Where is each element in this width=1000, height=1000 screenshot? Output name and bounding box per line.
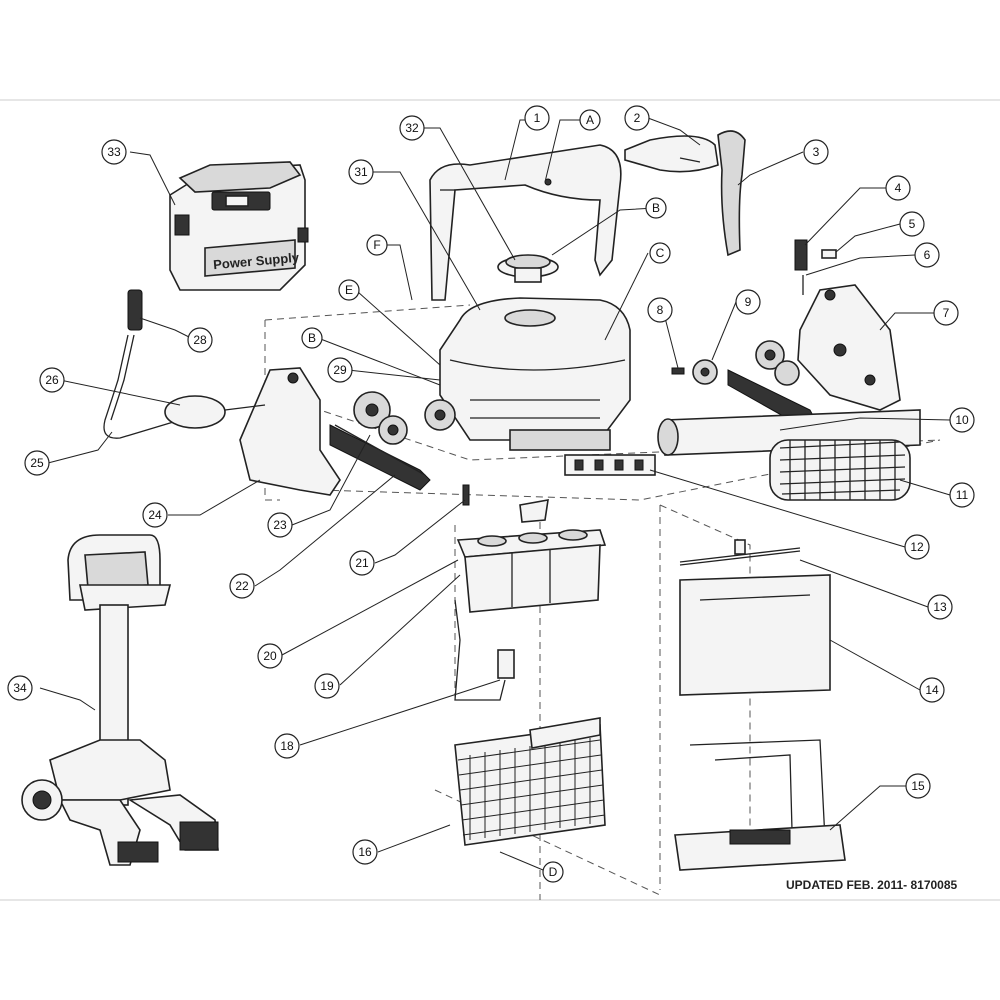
brush — [769, 439, 911, 501]
svg-text:28: 28 — [193, 333, 207, 347]
callout-7: 7 — [933, 300, 959, 326]
svg-text:8: 8 — [657, 303, 664, 317]
callout-21: 21 — [349, 550, 375, 576]
callout-33: 33 — [101, 139, 127, 165]
svg-text:B: B — [308, 331, 316, 345]
impeller — [497, 254, 559, 283]
svg-text:A: A — [586, 113, 594, 127]
power-supply-unit: Power Supply — [169, 161, 309, 291]
svg-text:C: C — [656, 246, 665, 260]
robot-body — [439, 297, 631, 451]
svg-text:12: 12 — [910, 540, 924, 554]
callout-D: D — [542, 861, 564, 883]
callout-6: 6 — [914, 242, 940, 268]
left-track-and-gears — [329, 391, 456, 491]
callout-10: 10 — [949, 407, 975, 433]
small-fasteners-right — [794, 239, 837, 295]
svg-text:13: 13 — [933, 600, 947, 614]
swivel-cable — [103, 289, 266, 439]
callout-5: 5 — [899, 211, 925, 237]
svg-text:D: D — [549, 865, 558, 879]
svg-text:3: 3 — [813, 145, 820, 159]
svg-text:4: 4 — [895, 181, 902, 195]
callout-26: 26 — [39, 367, 65, 393]
callout-9: 9 — [735, 289, 761, 315]
callout-16: 16 — [352, 839, 378, 865]
svg-text:23: 23 — [273, 518, 287, 532]
svg-text:9: 9 — [745, 295, 752, 309]
filter-bag — [679, 574, 831, 696]
filter-frame — [674, 739, 846, 871]
callout-C: C — [649, 242, 671, 264]
svg-text:32: 32 — [405, 121, 419, 135]
callout-29: 29 — [327, 357, 353, 383]
callout-2: 2 — [624, 105, 650, 131]
callout-20: 20 — [257, 643, 283, 669]
rods — [454, 484, 515, 701]
callout-15: 15 — [905, 773, 931, 799]
svg-text:29: 29 — [333, 363, 347, 377]
handle-float — [624, 135, 719, 173]
filter-box — [464, 544, 601, 613]
svg-text:11: 11 — [956, 488, 969, 502]
svg-text:1: 1 — [534, 111, 541, 125]
callout-31: 31 — [348, 159, 374, 185]
update-note: UPDATED FEB. 2011- 8170085 — [786, 878, 958, 892]
callout-14: 14 — [919, 677, 945, 703]
svg-text:19: 19 — [320, 679, 334, 693]
left-side-plate — [239, 367, 341, 496]
callout-A: A — [579, 109, 601, 131]
svg-text:15: 15 — [911, 779, 925, 793]
svg-text:34: 34 — [13, 681, 27, 695]
callout-34: 34 — [7, 675, 33, 701]
callout-4: 4 — [885, 175, 911, 201]
right-side-plate — [797, 284, 901, 411]
callout-32: 32 — [399, 115, 425, 141]
callout-19: 19 — [314, 673, 340, 699]
svg-text:31: 31 — [354, 165, 368, 179]
svg-text:22: 22 — [235, 579, 249, 593]
callout-3: 3 — [803, 139, 829, 165]
base-clips — [564, 454, 656, 476]
callout-8: 8 — [647, 297, 673, 323]
svg-text:25: 25 — [30, 456, 44, 470]
svg-text:5: 5 — [909, 217, 916, 231]
caddy-cart — [21, 534, 219, 866]
callout-18: 18 — [274, 733, 300, 759]
callout-12: 12 — [904, 534, 930, 560]
svg-text:14: 14 — [925, 683, 939, 697]
svg-text:F: F — [373, 238, 380, 252]
svg-text:33: 33 — [107, 145, 121, 159]
callout-1: 1 — [524, 105, 550, 131]
callout-B2: B — [645, 197, 667, 219]
leader-lines — [39, 117, 951, 871]
callout-B1: B — [301, 327, 323, 349]
svg-text:18: 18 — [280, 739, 294, 753]
callout-13: 13 — [927, 594, 953, 620]
callout-25: 25 — [24, 450, 50, 476]
svg-text:6: 6 — [924, 248, 931, 262]
filter-basket — [454, 717, 606, 846]
svg-text:16: 16 — [358, 845, 372, 859]
svg-text:E: E — [345, 283, 353, 297]
callout-23: 23 — [267, 512, 293, 538]
callout-F: F — [366, 234, 388, 256]
svg-text:2: 2 — [634, 111, 641, 125]
filter-cover — [456, 499, 607, 558]
svg-text:7: 7 — [943, 306, 950, 320]
filter-hanger — [679, 539, 801, 566]
callout-22: 22 — [229, 573, 255, 599]
handle-clip — [717, 130, 746, 257]
svg-text:24: 24 — [148, 508, 162, 522]
svg-text:10: 10 — [955, 413, 969, 427]
callout-11: 11 — [949, 482, 975, 508]
callout-E: E — [338, 279, 360, 301]
callout-28: 28 — [187, 327, 213, 353]
svg-text:20: 20 — [263, 649, 277, 663]
svg-text:26: 26 — [45, 373, 59, 387]
svg-text:21: 21 — [355, 556, 369, 570]
callout-24: 24 — [142, 502, 168, 528]
svg-text:B: B — [652, 201, 660, 215]
